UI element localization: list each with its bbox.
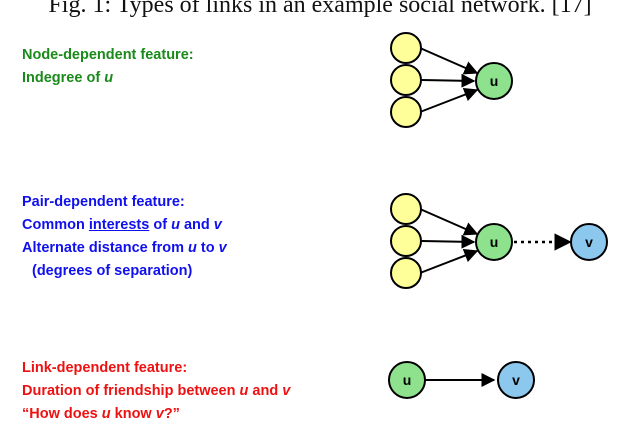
text-segment: Indegree of	[22, 70, 105, 86]
node-v-label: v	[512, 372, 520, 388]
text-segment: ?”	[163, 406, 180, 422]
var-u: u	[101, 406, 111, 422]
text-segment: “How does	[22, 406, 102, 422]
edge-arrow	[419, 47, 479, 75]
yellow-node	[390, 32, 422, 64]
link-dependent-title: Link-dependent feature:	[22, 360, 188, 376]
text-segment: to	[196, 240, 219, 256]
edge-arrow	[421, 73, 476, 88]
text-segment: and	[248, 383, 283, 399]
pair-dependent-line3: (degrees of separation)	[32, 263, 193, 279]
underlined-interests: interests	[88, 217, 150, 233]
var-u: u	[239, 383, 249, 399]
var-v: v	[282, 383, 291, 399]
var-v: v	[218, 240, 227, 256]
node-v	[497, 361, 535, 399]
node-dependent-line1: Indegree of u	[22, 67, 194, 90]
var-u: u	[188, 240, 197, 256]
yellow-node	[390, 96, 422, 128]
node-v	[570, 223, 608, 261]
yellow-node	[390, 225, 422, 257]
pair-dependent-diagram: u v	[390, 193, 608, 289]
var-u: u	[171, 217, 180, 233]
text-segment: know	[110, 406, 156, 422]
edge-arrow	[421, 234, 476, 249]
text-segment: Duration of friendship between	[22, 383, 240, 399]
node-v-label: v	[585, 234, 593, 250]
link-dependent-line1: Duration of friendship between u and v	[22, 380, 290, 403]
yellow-node	[390, 193, 422, 225]
yellow-node	[390, 257, 422, 289]
node-u-label: u	[490, 73, 499, 89]
text-segment: Common	[22, 217, 89, 233]
node-dependent-diagram: u	[390, 32, 513, 128]
figure-caption: Fig. 1: Types of links in an example soc…	[48, 0, 592, 18]
node-u	[388, 361, 426, 399]
link-dependent-diagram: u v	[388, 361, 535, 399]
edge-arrow	[419, 88, 479, 113]
edge-arrow	[419, 208, 479, 236]
node-u-label: u	[490, 234, 499, 250]
var-u: u	[104, 70, 114, 86]
node-dependent-text: Node-dependent feature: Indegree of u	[22, 44, 194, 90]
text-segment: and	[179, 217, 214, 233]
pair-dependent-text: Pair-dependent feature: Common interests…	[22, 191, 227, 283]
pair-dependent-title: Pair-dependent feature:	[22, 194, 185, 210]
pair-dependent-line1: Common interests of u and v	[22, 214, 227, 237]
text-segment: Alternate distance from	[22, 240, 188, 256]
var-v: v	[213, 217, 222, 233]
node-u-label: u	[403, 372, 412, 388]
text-segment: of	[149, 217, 172, 233]
node-u	[475, 62, 513, 100]
pair-dependent-line2: Alternate distance from u to v	[22, 237, 227, 260]
edge-arrow	[419, 249, 479, 274]
link-dependent-line2: “How does u know v?”	[22, 403, 290, 426]
yellow-node	[390, 64, 422, 96]
node-dependent-title: Node-dependent feature:	[22, 47, 194, 63]
link-dependent-text: Link-dependent feature: Duration of frie…	[22, 357, 290, 426]
node-u	[475, 223, 513, 261]
var-v: v	[155, 406, 164, 422]
